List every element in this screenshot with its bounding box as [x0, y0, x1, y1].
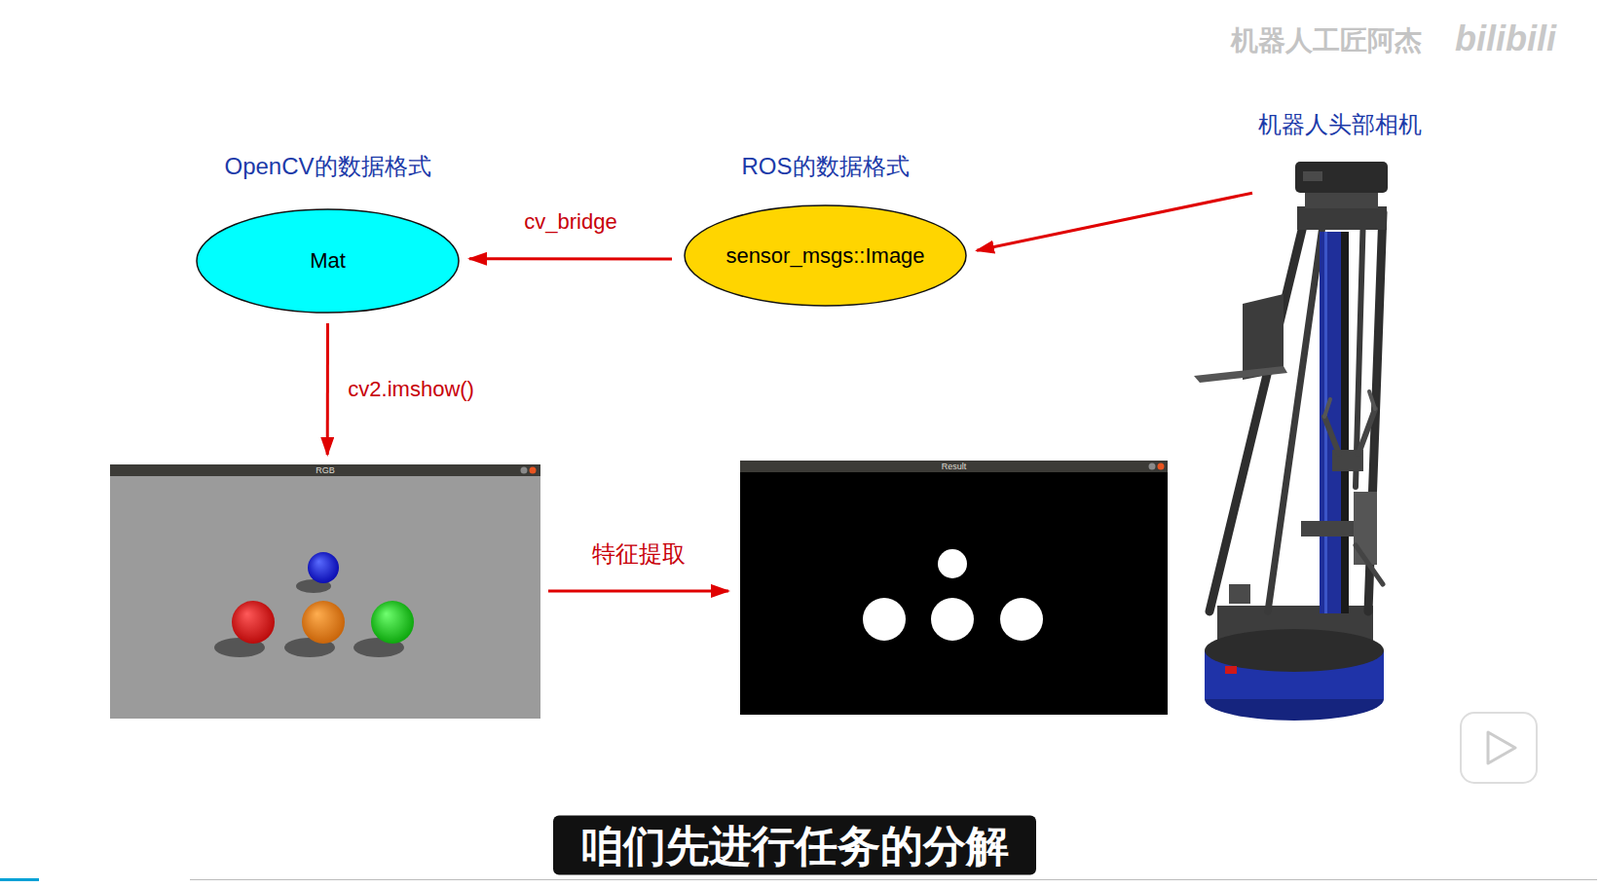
robot-illustration [1324, 416, 1340, 454]
robot-illustration [1204, 629, 1384, 672]
robot-illustration [1193, 161, 1388, 721]
colored-balls [301, 600, 345, 644]
play-icon [1488, 732, 1516, 764]
result-window-frame [1000, 597, 1043, 641]
colored-balls [231, 552, 414, 644]
edge-label: cv_bridge [520, 207, 620, 237]
robot-illustration [1209, 225, 1303, 612]
rgb-window-frame [520, 467, 528, 475]
heading-group: 机器人头部相机 [1258, 105, 1422, 145]
format-heading: ROS的数据格式 [741, 148, 909, 186]
colored-balls [371, 600, 414, 644]
ellipse-label: sensor_msgs::Image [725, 242, 925, 270]
ellipse-shape: sensor_msgs::Image [683, 204, 968, 307]
robot-illustration [1267, 225, 1323, 612]
play-icon [1460, 712, 1537, 783]
watermark: 机器人工匠阿杰 [1230, 22, 1422, 60]
format-ellipse: ROS的数据格式sensor_msgs::Image [683, 148, 968, 307]
result-window-frame [862, 597, 906, 641]
edge-label: cv2.imshow() [344, 374, 478, 405]
rgb-window-frame [110, 464, 541, 719]
robot-illustration [1304, 192, 1378, 209]
arrow-connector [326, 323, 330, 455]
result-window-frame [1149, 463, 1156, 471]
arrow-connector [548, 589, 729, 593]
progress-bar [0, 878, 39, 882]
ellipse-label: Mat [309, 247, 346, 275]
image-window: RGB [110, 464, 541, 719]
ellipse-content: Mat [195, 208, 460, 314]
result-window-frame [740, 460, 1168, 473]
robot-illustration [1324, 399, 1331, 417]
robot-illustration [1355, 545, 1383, 585]
result-window-frame [740, 460, 1168, 715]
robot-illustration [1297, 206, 1387, 230]
robot-illustration [1295, 161, 1388, 193]
rgb-window-frame [110, 464, 541, 477]
ellipse-text-group: sensor_msgs::Image [725, 242, 925, 270]
rgb-window-frame [110, 464, 541, 719]
robot-illustration [1302, 171, 1323, 182]
robot-illustration [1228, 584, 1251, 604]
watermark-logo: bilibili [1454, 18, 1557, 60]
robot-illustration [1358, 409, 1376, 454]
window-title: Result [740, 460, 1168, 473]
format-ellipse: OpenCV的数据格式 Mat [195, 148, 460, 316]
ellipse-outline [684, 205, 967, 306]
robot-illustration [1319, 231, 1341, 614]
ellipse-outline [196, 209, 459, 313]
subtitle: 咱们先进行任务的分解 [553, 816, 1037, 876]
ellipse-text-group: Mat [309, 247, 346, 275]
colored-balls [231, 600, 275, 644]
play-icon [1460, 712, 1537, 783]
robot-camera: 机器人头部相机 [1252, 105, 1428, 213]
result-window-frame [930, 597, 974, 641]
robot-illustration [1193, 366, 1288, 383]
colored-balls [307, 552, 339, 584]
image-window: Result [740, 460, 1168, 715]
robot-illustration [1225, 666, 1237, 674]
result-window-frame [1157, 463, 1165, 471]
result-window-frame [740, 460, 1168, 715]
result-window-frame [937, 549, 968, 579]
progress-bar [0, 878, 1598, 882]
ellipse-shape: Mat [195, 208, 460, 314]
robot-illustration [1353, 491, 1377, 565]
figure-heading: 机器人头部相机 [1258, 105, 1422, 145]
robot-illustration [1340, 231, 1349, 614]
format-heading: OpenCV的数据格式 [223, 148, 431, 186]
arrow-connector [469, 257, 672, 261]
progress-bar [189, 879, 1598, 881]
robot-illustration [1301, 520, 1354, 537]
rgb-window-frame [529, 467, 537, 475]
ellipse-content: sensor_msgs::Image [683, 204, 968, 307]
window-title: RGB [110, 464, 541, 477]
edge-label: 特征提取 [589, 539, 689, 569]
arrow-connector [976, 192, 1253, 251]
robot-illustration [1369, 391, 1376, 410]
